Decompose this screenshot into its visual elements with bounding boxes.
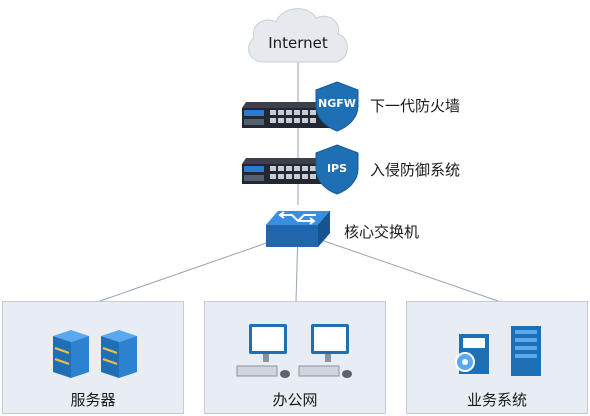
firewall-appliance-icon — [242, 102, 338, 128]
firewall-device — [240, 96, 340, 132]
shield-icon — [315, 81, 359, 132]
business-system-icon — [455, 326, 541, 376]
zone-business-label: 业务系统 — [466, 391, 527, 409]
zone-business: 业务系统 — [406, 301, 588, 414]
ips-device — [240, 152, 340, 188]
ips-appliance-icon — [242, 158, 338, 184]
zone-office-label: 办公网 — [272, 391, 318, 409]
internet-cloud — [242, 2, 354, 66]
ngfw-badge: NGFW — [318, 97, 356, 110]
shield-icon — [315, 144, 359, 195]
zone-servers: 服务器 — [2, 301, 184, 414]
switch-icon — [266, 211, 330, 247]
ips-badge: IPS — [326, 162, 348, 175]
zone-servers-label: 服务器 — [70, 391, 116, 409]
firewall-label: 下一代防火墙 — [370, 97, 461, 115]
core-switch — [262, 205, 334, 253]
ngfw-shield — [314, 80, 360, 132]
cloud-icon — [248, 8, 348, 63]
zone-office: 办公网 — [204, 301, 386, 414]
server-icon — [53, 330, 137, 378]
internet-label: Internet — [268, 34, 328, 52]
ips-label: 入侵防御系统 — [370, 161, 461, 179]
ips-shield — [314, 143, 360, 195]
core-switch-label: 核心交换机 — [344, 223, 420, 241]
desktop-pc-icon — [236, 324, 352, 378]
